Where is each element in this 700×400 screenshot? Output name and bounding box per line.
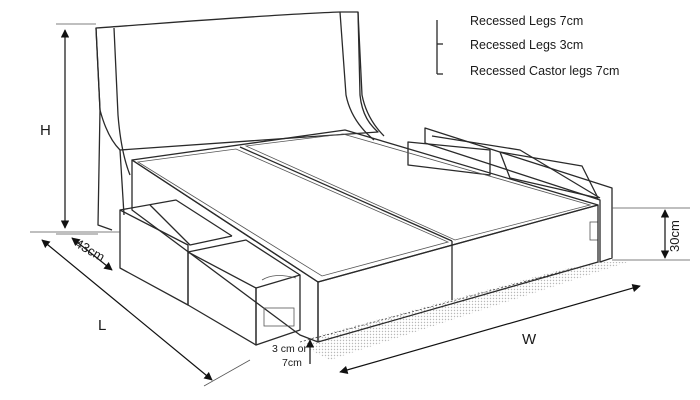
dimension-lines [30,23,690,387]
length-label: L [98,317,106,334]
headboard [95,11,385,231]
width-label: W [522,331,537,348]
leg-option-1-label: Recessed Legs 7cm [470,14,583,28]
base-height-label: 30cm [667,220,682,252]
drawer-depth-label: 43cm [73,236,108,265]
height-label: H [40,122,51,139]
leg-height-label-line2: 7cm [282,357,302,369]
leg-option-2-label: Recessed Legs 3cm [470,38,583,52]
leg-option-3-label: Recessed Castor legs 7cm [470,64,619,78]
leg-height-label-line1: 3 cm or [272,343,308,355]
legs-options-bracket [436,20,443,75]
floor-shadow [300,262,628,360]
right-drawer [407,127,613,263]
base-left-side [131,159,319,343]
